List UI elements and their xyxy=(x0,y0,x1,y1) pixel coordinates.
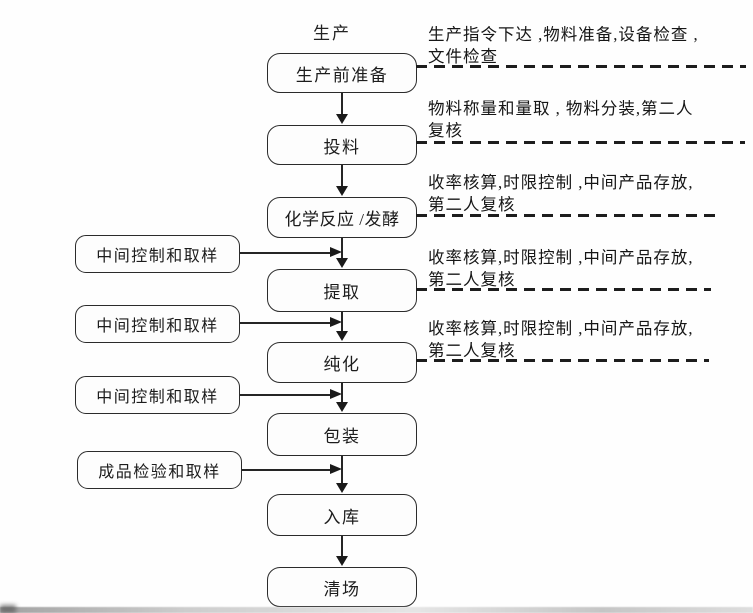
annotation-purification: 收率核算,时限控制 ,中间产品存放, 第二人复核 xyxy=(428,318,750,362)
arrow-right-icon xyxy=(330,317,342,327)
side-node-label: 成品检验和取样 xyxy=(98,464,221,481)
flow-node-purification: 纯化 xyxy=(267,342,417,383)
flow-node-packaging: 包装 xyxy=(267,413,417,456)
annotation-reaction: 收率核算,时限控制 ,中间产品存放, 第二人复核 xyxy=(428,172,750,216)
flow-node-label: 清场 xyxy=(323,579,361,599)
annotation-dash-line xyxy=(416,214,719,217)
arrow-right-icon xyxy=(330,247,342,257)
arrow-down-icon xyxy=(336,483,348,493)
arrow-down-icon xyxy=(336,114,348,124)
flow-node-pre-production-preparation: 生产前准备 xyxy=(267,53,417,93)
annotation-line: 物料称量和量取 , 物料分装,第二人 xyxy=(428,99,694,118)
flow-node-extraction: 提取 xyxy=(267,269,417,312)
flow-node-label: 提取 xyxy=(323,283,361,302)
side-connector-line xyxy=(242,469,331,471)
annotation-extraction: 收率核算,时限控制 ,中间产品存放, 第二人复核 xyxy=(428,247,750,291)
arrow-down-icon xyxy=(336,331,348,341)
flow-node-clearance: 清场 xyxy=(267,567,417,607)
annotation-dash-line xyxy=(416,65,746,68)
arrow-down-icon xyxy=(336,186,348,196)
flow-node-label: 生产前准备 xyxy=(295,65,389,85)
side-node-in-process-control-sampling-1: 中间控制和取样 xyxy=(75,235,240,273)
side-node-finished-product-inspection-sampling: 成品检验和取样 xyxy=(77,451,242,489)
annotation-dash-line xyxy=(416,359,709,362)
flow-node-warehousing: 入库 xyxy=(267,494,417,536)
flow-node-label: 入库 xyxy=(323,507,361,527)
annotation-line: 第二人复核 xyxy=(428,341,516,360)
flow-connector-line xyxy=(341,536,343,558)
flow-node-feeding: 投料 xyxy=(267,125,417,165)
flow-node-label: 包装 xyxy=(323,427,361,446)
arrow-down-icon xyxy=(336,402,348,412)
arrow-down-icon xyxy=(336,556,348,566)
flow-node-chemical-reaction-fermentation: 化学反应 /发酵 xyxy=(267,197,417,238)
annotation-line: 第二人复核 xyxy=(428,270,516,289)
side-node-label: 中间控制和取样 xyxy=(96,389,219,406)
scan-edge-artifact xyxy=(0,607,753,613)
flow-connector-line xyxy=(341,93,343,116)
annotation-dash-line xyxy=(416,141,745,144)
annotation-line: 复核 xyxy=(428,121,463,140)
side-node-label: 中间控制和取样 xyxy=(96,248,219,265)
flow-connector-line xyxy=(341,165,343,188)
annotation-line: 文件检查 xyxy=(428,47,498,66)
scan-corner-artifact xyxy=(0,605,16,613)
annotation-pre-production: 生产指令下达 ,物料准备,设备检查 , 文件检查 xyxy=(428,24,750,68)
arrow-right-icon xyxy=(330,464,342,474)
annotation-line: 第二人复核 xyxy=(428,195,516,214)
flow-node-label: 纯化 xyxy=(323,355,361,374)
flow-node-label: 化学反应 /发酵 xyxy=(284,210,400,229)
side-connector-line xyxy=(240,322,331,324)
side-node-in-process-control-sampling-3: 中间控制和取样 xyxy=(75,376,240,414)
arrow-right-icon xyxy=(330,389,342,399)
annotation-line: 生产指令下达 ,物料准备,设备检查 , xyxy=(428,25,699,44)
flow-node-label: 投料 xyxy=(323,137,361,157)
annotation-dash-line xyxy=(416,288,711,291)
annotation-line: 收率核算,时限控制 ,中间产品存放, xyxy=(428,248,694,267)
side-connector-line xyxy=(240,394,331,396)
side-node-in-process-control-sampling-2: 中间控制和取样 xyxy=(75,305,240,343)
side-connector-line xyxy=(240,252,331,254)
side-node-label: 中间控制和取样 xyxy=(96,318,219,335)
annotation-line: 收率核算,时限控制 ,中间产品存放, xyxy=(428,173,694,192)
annotation-feeding: 物料称量和量取 , 物料分装,第二人 复核 xyxy=(428,98,750,142)
annotation-line: 收率核算,时限控制 ,中间产品存放, xyxy=(428,319,694,338)
chart-title: 生产 xyxy=(313,24,351,43)
arrow-down-icon xyxy=(336,258,348,268)
